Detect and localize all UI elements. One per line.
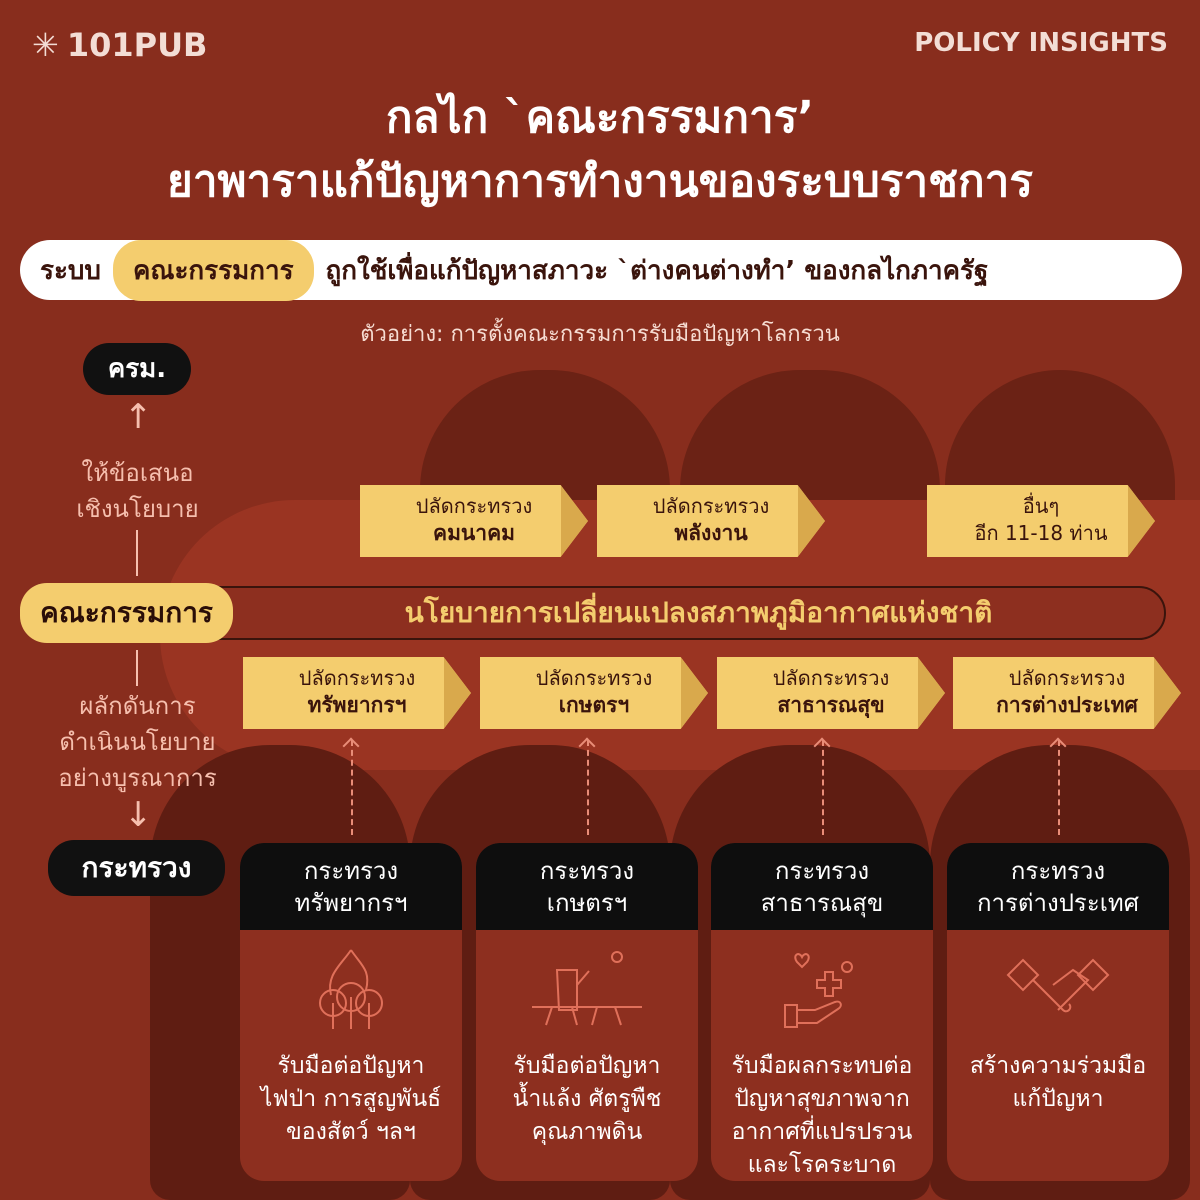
tag-ministry: ทรัพยากรฯ (307, 693, 407, 717)
card-title: กระทรวง (774, 857, 870, 885)
connector-line (136, 650, 138, 686)
tag-ministry: พลังงาน (674, 521, 748, 545)
side-label-line: เชิงนโยบาย (76, 495, 199, 523)
brand-logo: ✳101PUB (32, 26, 208, 64)
side-label-line: อย่างบูรณาการ (58, 764, 217, 792)
side-label-line: ผลักดันการ (79, 692, 196, 720)
dashed-arrow-up-icon (587, 740, 589, 835)
dashed-arrow-up-icon (822, 740, 824, 835)
committee-name: นโยบายการเปลี่ยนแปลงสภาพภูมิอากาศแห่งชาต… (404, 596, 993, 629)
tag-bottom: ปลัดกระทรวงสาธารณสุข (717, 657, 945, 729)
tag-role: ปลัดกระทรวง (652, 494, 770, 518)
tag-detail: อีก 11-18 ท่าน (974, 521, 1108, 545)
dashed-arrow-up-icon (351, 740, 353, 835)
banner-text: ถูกใช้เพื่อแก้ปัญหาสภาวะ `ต่างคนต่างทำ’ … (325, 255, 989, 286)
card-text: อากาศที่แปรปรวน (731, 1119, 913, 1145)
tag-ministry: เกษตรฯ (558, 693, 630, 717)
example-caption: ตัวอย่าง: การตั้งคณะกรรมการรับมือปัญหาโล… (360, 322, 840, 347)
title-line: ยาพาราแก้ปัญหาการทำงานของระบบราชการ (167, 156, 1033, 207)
card-text: และโรคระบาด (747, 1152, 897, 1178)
tag-role: ปลัดกระทรวง (1008, 666, 1126, 690)
banner-prefix: ระบบ (40, 255, 101, 286)
tag-bottom: ปลัดกระทรวงการต่างประเทศ (953, 657, 1181, 729)
tag-top: อื่นๆอีก 11-18 ท่าน (927, 485, 1155, 557)
tag-role: ปลัดกระทรวง (535, 666, 653, 690)
handshake-icon (947, 930, 1169, 1050)
tag-role: ปลัดกระทรวง (298, 666, 416, 690)
side-label-line: ให้ข้อเสนอ (81, 459, 194, 487)
ministry-card: กระทรวงทรัพยากรฯ รับมือต่อปัญหาไฟป่า การ… (240, 843, 462, 1181)
page-title: กลไก `คณะกรรมการ’ ยาพาราแก้ปัญหาการทำงาน… (0, 86, 1200, 214)
card-title: กระทรวง (1010, 857, 1106, 885)
committee-bar: คณะกรรมการ นโยบายการเปลี่ยนแปลงสภาพภูมิอ… (20, 583, 1166, 643)
committee-badge: คณะกรรมการ (20, 583, 233, 643)
tag-top: ปลัดกระทรวงคมนาคม (360, 485, 588, 557)
connector-line (136, 530, 138, 576)
tag-bottom: ปลัดกระทรวงเกษตรฯ (480, 657, 708, 729)
arrow-up-icon: ↑ (124, 397, 153, 437)
card-text: คุณภาพดิน (531, 1119, 643, 1145)
card-title: กระทรวง (539, 857, 635, 885)
card-text: สร้างความร่วมมือ (969, 1053, 1147, 1079)
cabinet-badge: ครม. (83, 343, 191, 395)
tag-top: ปลัดกระทรวงพลังงาน (597, 485, 825, 557)
card-title: การต่างประเทศ (977, 889, 1139, 917)
arrow-down-icon: ↓ (124, 795, 153, 835)
card-text: น้ำแล้ง ศัตรูพืช (512, 1086, 662, 1112)
tag-ministry: สาธารณสุข (777, 693, 885, 717)
title-line: กลไก `คณะกรรมการ’ (385, 92, 815, 143)
side-label-line: ดำเนินนโยบาย (59, 728, 216, 756)
side-label-up: ให้ข้อเสนอ เชิงนโยบาย (40, 455, 235, 527)
card-title: กระทรวง (303, 857, 399, 885)
card-text: ไฟป่า การสูญพันธ์ (260, 1086, 442, 1112)
card-text: รับมือต่อปัญหา (277, 1053, 425, 1079)
ministry-badge: กระทรวง (48, 840, 225, 896)
drought-stump-icon (476, 930, 698, 1050)
tag-role: ปลัดกระทรวง (772, 666, 890, 690)
card-title: สาธารณสุข (760, 889, 884, 917)
tag-role: อื่นๆ (1022, 494, 1060, 518)
card-text: รับมือต่อปัญหา (513, 1053, 661, 1079)
card-text: แก้ปัญหา (1012, 1086, 1104, 1112)
ministry-card: กระทรวงเกษตรฯ รับมือต่อปัญหาน้ำแล้ง ศัตร… (476, 843, 698, 1181)
card-text: รับมือผลกระทบต่อ (731, 1053, 913, 1079)
tag-ministry: การต่างประเทศ (996, 693, 1138, 717)
tag-ministry: คมนาคม (433, 521, 515, 545)
ministry-card: กระทรวงการต่างประเทศ สร้างความร่วมมือแก้… (947, 843, 1169, 1181)
health-care-hand-icon (711, 930, 933, 1050)
dashed-arrow-up-icon (1058, 740, 1060, 835)
sparkle-icon: ✳ (32, 26, 59, 64)
banner-highlight: คณะกรรมการ (112, 239, 314, 301)
side-label-down: ผลักดันการ ดำเนินนโยบาย อย่างบูรณาการ (30, 688, 245, 796)
tag-bottom: ปลัดกระทรวงทรัพยากรฯ (243, 657, 471, 729)
card-text: ของสัตว์ ฯลฯ (286, 1119, 416, 1145)
summary-banner: ระบบ คณะกรรมการ ถูกใช้เพื่อแก้ปัญหาสภาวะ… (20, 239, 1182, 301)
card-text: ปัญหาสุขภาพจาก (734, 1086, 910, 1112)
ministry-card: กระทรวงสาธารณสุข รับมือผลกระทบต่อปัญหาสุ… (711, 843, 933, 1181)
section-label: POLICY INSIGHTS (914, 28, 1168, 58)
card-title: ทรัพยากรฯ (294, 889, 408, 917)
forest-fire-icon (240, 930, 462, 1050)
tag-role: ปลัดกระทรวง (415, 494, 533, 518)
card-title: เกษตรฯ (546, 889, 628, 917)
